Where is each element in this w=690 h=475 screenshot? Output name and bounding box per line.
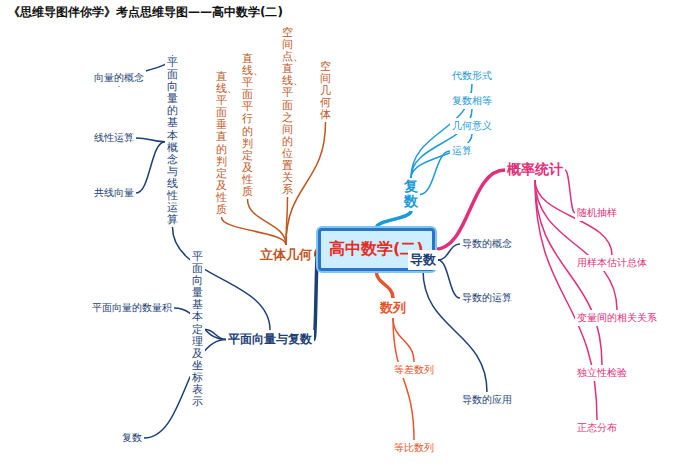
topic-label: 直线、平面垂直的判定及性质: [214, 70, 229, 217]
node-text: 数列: [380, 299, 406, 317]
node-text: 空间点、直线、平面之间的位置关系: [282, 27, 293, 196]
topic-label: 复数相等: [450, 93, 494, 109]
branch-line: [393, 318, 414, 440]
page-title: 《思维导图伴你学》考点思维导图——高中数学(二): [8, 4, 283, 21]
topic-label: 空间几何体: [318, 60, 333, 122]
node-text: 平面向量的数量积: [92, 301, 172, 315]
branch-line: [173, 227, 271, 330]
branch-label: 平面向量与复数: [226, 330, 314, 349]
node-text: 复数相等: [452, 94, 492, 108]
topic-label: 平面向量的基本概念与线性运算: [165, 56, 180, 227]
topic-label: 代数形式: [450, 68, 494, 84]
node-text: 空间几何体: [320, 61, 331, 121]
node-text: 代数形式: [452, 69, 492, 83]
node-text: 平面向量与复数: [228, 331, 312, 348]
branch-line: [438, 244, 460, 260]
topic-label: 等比数列: [392, 440, 436, 456]
topic-label: 导数的概念: [460, 236, 514, 252]
topic-label: 变量间的相关关系: [575, 310, 659, 326]
node-text: 随机抽样: [577, 206, 617, 220]
node-text: 用样本估计总体: [577, 256, 647, 270]
node-text: 共线向量: [94, 186, 134, 200]
branch-label: 立体几何: [258, 245, 314, 265]
topic-label: 独立性检验: [575, 365, 629, 381]
branch-line: [438, 260, 460, 298]
branch-line: [222, 217, 287, 245]
node-text: 概率统计: [507, 161, 563, 179]
topic-label: 运算: [450, 143, 474, 159]
branch-line: [136, 142, 165, 193]
node-text: 独立性检验: [577, 366, 627, 380]
branch-line: [376, 271, 393, 298]
topic-label: 线性运算: [92, 130, 136, 146]
node-text: 平面向量的基本概念与线性运算: [167, 57, 178, 226]
node-text: 等差数列: [394, 363, 434, 377]
node-text: 立体几何: [260, 246, 312, 264]
branch-line: [420, 151, 450, 194]
node-text: 变量间的相关关系: [577, 311, 657, 325]
branch-line: [286, 197, 288, 245]
node-text: 导数: [410, 251, 436, 269]
topic-label: 导数的运算: [460, 290, 514, 306]
node-text: 线性运算: [94, 131, 134, 145]
node-text: 导数的概念: [462, 237, 512, 251]
topic-label: 向量的概念: [92, 70, 146, 86]
topic-label: 等差数列: [392, 362, 436, 378]
node-text: 运算: [452, 144, 472, 158]
branch-label: 复数: [402, 178, 420, 211]
branch-line: [376, 211, 411, 228]
branch-line: [535, 180, 617, 310]
node-text: 正态分布: [577, 421, 617, 435]
topic-label: 复数: [120, 430, 144, 446]
topic-label: 用样本估计总体: [575, 255, 649, 271]
node-text: 平面向量基本定理及坐标表示: [192, 251, 203, 408]
node-text: 向量的概念: [94, 71, 144, 85]
node-text: 直线、平面平行的判定及性质: [242, 53, 253, 198]
branch-label: 数列: [378, 298, 408, 318]
topic-label: 共线向量: [92, 185, 136, 201]
branch-line: [565, 170, 575, 213]
node-text: 导数的应用: [462, 393, 512, 407]
topic-label: 几何意义: [450, 118, 494, 134]
node-text: 直线、平面垂直的判定及性质: [216, 71, 227, 216]
branch-label: 导数: [408, 250, 438, 270]
branch-line: [144, 340, 226, 439]
node-text: 几何意义: [452, 119, 492, 133]
branch-line: [136, 138, 165, 142]
branch-label: 概率统计: [505, 160, 565, 180]
topic-label: 平面向量的数量积: [90, 300, 174, 316]
topic-label: 直线、平面平行的判定及性质: [240, 52, 255, 199]
node-text: 导数的运算: [462, 291, 512, 305]
node-text: 复数: [122, 431, 142, 445]
topic-label: 随机抽样: [575, 205, 619, 221]
topic-label: 导数的应用: [460, 392, 514, 408]
topic-label: 空间点、直线、平面之间的位置关系: [280, 26, 295, 197]
topic-label: 正态分布: [575, 420, 619, 436]
topic-label: 平面向量基本定理及坐标表示: [190, 250, 205, 409]
node-text: 等比数列: [394, 441, 434, 455]
node-text: 复数: [404, 179, 418, 210]
